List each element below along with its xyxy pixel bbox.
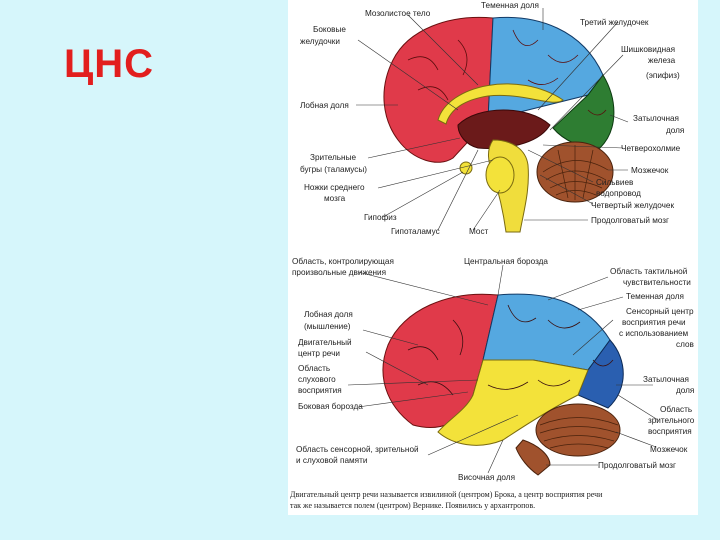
label-fourth-ventricle: Четвертый желудочек <box>591 201 674 210</box>
label-auditory-2: слухового <box>298 375 336 384</box>
sagittal-brain-drawing <box>384 17 614 232</box>
label-motor-area-1: Область, контролирующая <box>292 257 394 266</box>
caption-line-2: так же называется полем (центром) Верник… <box>290 501 535 510</box>
label-auditory-3: восприятия <box>298 386 342 395</box>
brain-illustrations: Мозолистое тело Теменная доля Третий жел… <box>288 0 698 515</box>
label-peduncles-1: Ножки среднего <box>304 183 365 192</box>
label-frontal-top: Лобная доля <box>300 101 349 110</box>
label-lateral-sulcus: Боковая борозда <box>298 402 363 411</box>
label-medulla-top: Продолговатый мозг <box>591 216 669 225</box>
label-third-ventricle: Третий желудочек <box>580 18 649 27</box>
lateral-cerebellum-shape <box>536 404 620 456</box>
label-aqueduct-1: Сильвиев <box>596 178 633 187</box>
label-thalamus-2: бугры (таламусы) <box>300 165 367 174</box>
label-pineal-2: железа <box>648 56 676 65</box>
label-sensory-speech-2: восприятия речи <box>622 318 686 327</box>
label-frontal-bottom-2: (мышление) <box>304 322 351 331</box>
label-memory-1: Область сенсорной, зрительной <box>296 445 419 454</box>
label-visual-1: Область <box>660 405 692 414</box>
label-motor-speech-2: центр речи <box>298 349 340 358</box>
lateral-parietal-region <box>483 294 610 370</box>
label-occipital-1: Затылочная <box>633 114 679 123</box>
slide-title: ЦНС <box>64 42 154 87</box>
label-medulla-bottom: Продолговатый мозг <box>598 461 676 470</box>
caption-line-1: Двигательный центр речи называется извил… <box>290 490 603 499</box>
label-tactile-1: Область тактильной <box>610 267 687 276</box>
label-visual-2: зрительного <box>648 416 695 425</box>
label-tactile-2: чувствительности <box>623 278 691 287</box>
label-motor-area-2: произвольные движения <box>292 268 386 277</box>
label-pineal-3: (эпифиз) <box>646 71 680 80</box>
label-visual-3: восприятия <box>648 427 692 436</box>
hypophysis-shape <box>460 162 472 174</box>
label-sensory-speech-3: с использованием <box>619 329 689 338</box>
label-frontal-bottom-1: Лобная доля <box>304 310 353 319</box>
label-corpus-callosum: Мозолистое тело <box>365 9 431 18</box>
label-pons: Мост <box>469 227 489 236</box>
label-motor-speech-1: Двигательный <box>298 338 352 347</box>
label-parietal-top: Теменная доля <box>481 1 539 10</box>
label-cerebellum-top: Мозжечок <box>631 166 669 175</box>
label-aqueduct-2: водопровод <box>596 189 641 198</box>
label-occipital-bottom-2: доля <box>676 386 694 395</box>
label-pineal-1: Шишковидная <box>621 45 675 54</box>
label-occipital-bottom-1: Затылочная <box>643 375 689 384</box>
label-temporal: Височная доля <box>458 473 515 482</box>
label-peduncles-2: мозга <box>324 194 346 203</box>
lateral-brain-drawing <box>383 294 623 475</box>
label-lateral-ventricles-1: Боковые <box>313 25 346 34</box>
label-thalamus-1: Зрительные <box>310 153 356 162</box>
label-memory-2: и слуховой памяти <box>296 456 367 465</box>
label-lateral-ventricles-2: желудочки <box>300 37 340 46</box>
brain-illustration-panel: Мозолистое тело Теменная доля Третий жел… <box>288 0 698 515</box>
label-parietal-bottom: Теменная доля <box>626 292 684 301</box>
label-sensory-speech-4: слов <box>676 340 694 349</box>
label-hypothalamus: Гипоталамус <box>391 227 440 236</box>
pons-shape <box>486 157 514 193</box>
label-quadrigemina: Четверохолмие <box>621 144 681 153</box>
label-auditory-1: Область <box>298 364 330 373</box>
label-sensory-speech-1: Сенсорный центр <box>626 307 694 316</box>
label-cerebellum-bottom: Мозжечок <box>650 445 688 454</box>
label-hypophysis: Гипофиз <box>364 213 397 222</box>
label-central-sulcus: Центральная борозда <box>464 257 548 266</box>
label-occipital-2: доля <box>666 126 684 135</box>
